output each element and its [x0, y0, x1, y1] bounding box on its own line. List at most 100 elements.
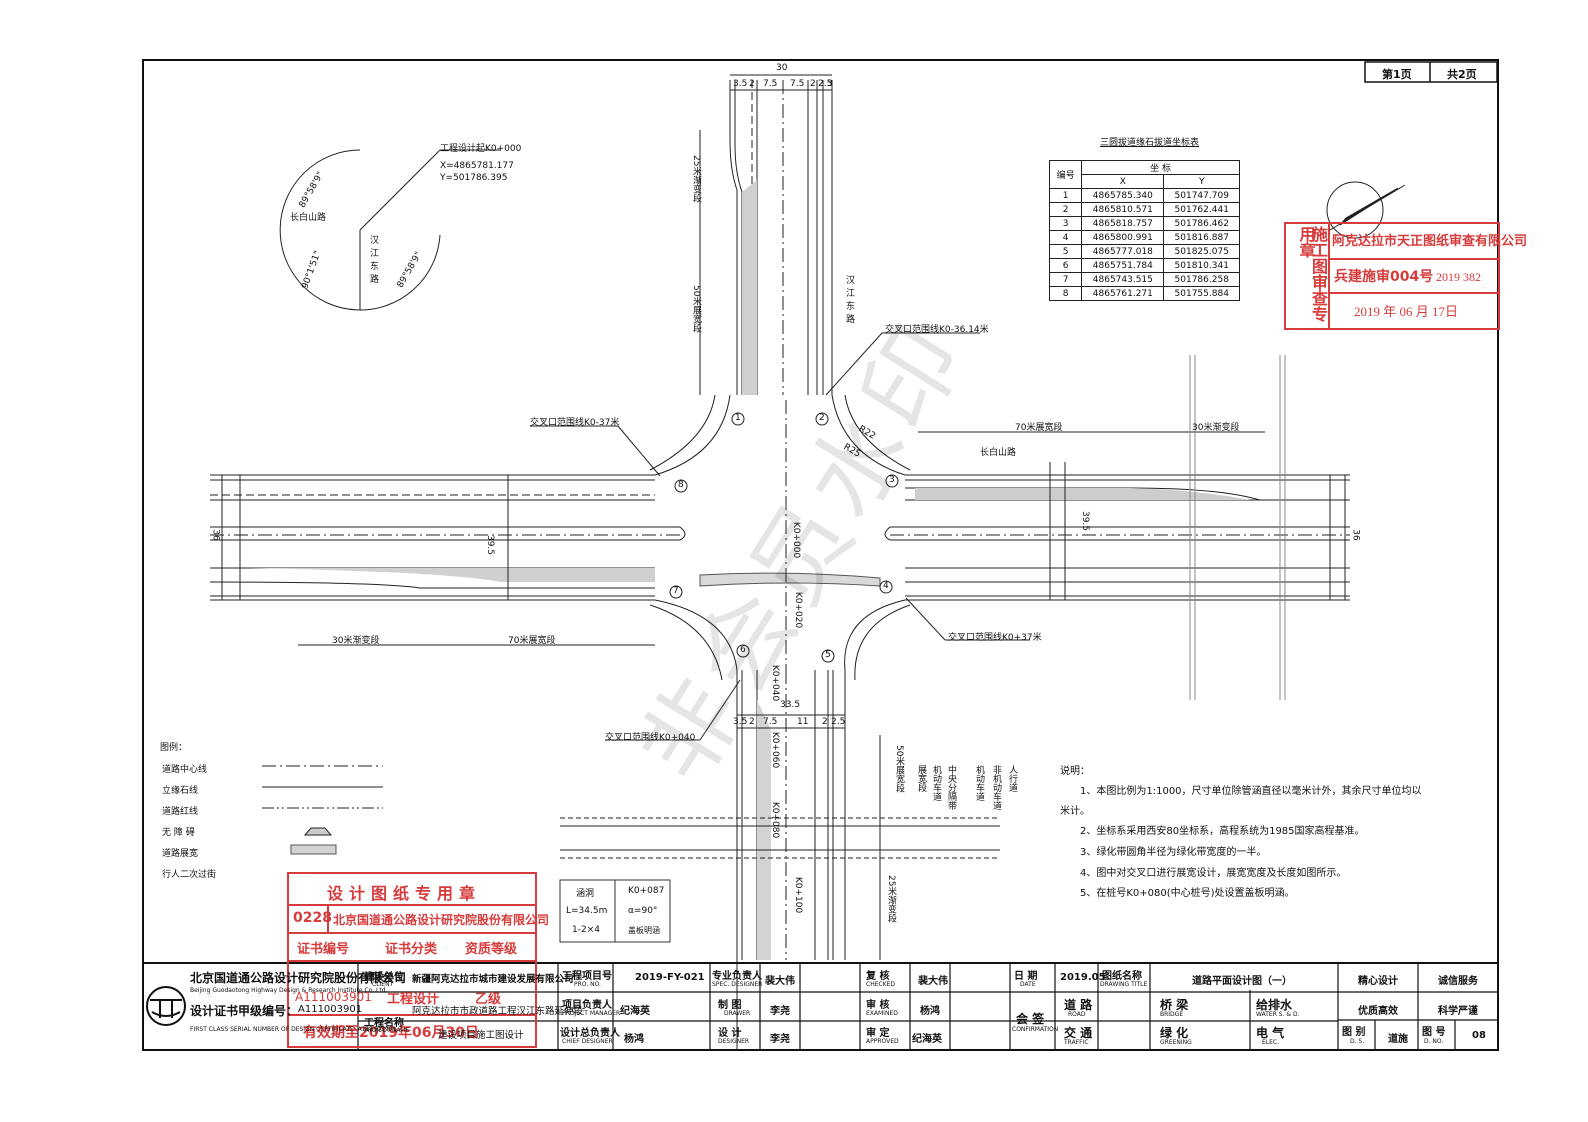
notes-title: 说明：: [1060, 766, 1090, 777]
category-label: 图 别: [1342, 1027, 1366, 1038]
note-line: 5、在桩号K0+080(中心桩号)处设置盖板明涵。: [1080, 888, 1295, 899]
motto: 科学严谨: [1438, 1006, 1478, 1017]
cert-label: 设计证书甲级编号：: [190, 1004, 299, 1018]
motto: 优质高效: [1358, 1006, 1398, 1017]
dim-top-total: 30: [776, 63, 788, 73]
station-label: K0+100: [793, 876, 804, 914]
discipline-water: 给排水: [1256, 998, 1293, 1012]
station-label: K0+000: [791, 521, 802, 559]
review-stamp-number-label: 兵建施审004号: [1334, 269, 1434, 285]
point-label: 5: [825, 650, 831, 660]
client-name: 新疆阿克达拉市城市建设发展有限公司: [412, 974, 574, 985]
design-stamp-h2: 证书分类: [385, 942, 438, 957]
sign-label: 会 签: [1016, 1012, 1045, 1026]
segment-label: 50米展宽段: [894, 745, 904, 793]
legend-title: 图例：: [160, 743, 188, 753]
project-label: 工程名称: [364, 1018, 404, 1029]
station-label: K0+060: [770, 731, 781, 769]
lane-label: 人行道: [1007, 765, 1017, 792]
discipline-elec: 电 气: [1256, 1026, 1285, 1040]
discipline-green: 绿 化: [1160, 1026, 1189, 1040]
projno-en: PRO. NO.: [574, 981, 601, 988]
pm-en: PROJECT MANAGER: [562, 1010, 621, 1017]
design-stamp: 设计图纸专用章 0228 北京国道通公路设计研究院股份有限公司 证书编号 证书分…: [287, 872, 549, 1048]
design-stamp-v1: A111003901: [295, 990, 372, 1004]
review-stamp-date: 2019 年 06 月 17日: [1354, 304, 1459, 319]
drawing-number: 08: [1472, 1030, 1486, 1041]
segment-label: 70米展宽段: [508, 636, 556, 646]
note-line: 3、绿化带圆角半径为绿化带宽度的一半。: [1080, 847, 1267, 858]
drawing-number-en: D. NO.: [1424, 1038, 1444, 1045]
pm-name: 纪海英: [620, 1006, 650, 1017]
station-label: K0+020: [793, 591, 804, 629]
note-line: 1、本图比例为1:1000，尺寸单位除管涵直径以毫米计外，其余尺寸单位均以: [1080, 786, 1422, 797]
plan-y: Y=501786.395: [440, 173, 508, 183]
title-block-grid: [143, 962, 1498, 1051]
segment-label: 30米渐变段: [332, 636, 380, 646]
note-line: 2、坐标系采用西安80坐标系，高程系统为1985国家高程基准。: [1080, 826, 1365, 837]
culvert-label: 涵洞: [576, 889, 595, 899]
note-line: 4、图中对交叉口进行展宽设计，展宽宽度及长度如图所示。: [1080, 868, 1347, 879]
lane-label: 非机动车道: [991, 765, 1001, 810]
coord-head-y: Y: [1163, 174, 1240, 189]
legend-item: 立缘石线: [162, 786, 199, 796]
point-label: 1: [735, 413, 741, 423]
road-plan: [209, 74, 1350, 1050]
design-label: 设 计: [718, 1028, 742, 1039]
date-value: 2019.05: [1060, 972, 1106, 983]
point-label: 8: [678, 480, 684, 490]
check-label: 复 核: [866, 971, 890, 982]
design-stamp-company: 北京国道通公路设计研究院股份有限公司: [333, 913, 550, 927]
review-stamp-number: 2019 382: [1436, 270, 1481, 284]
discipline-traffic-en: TRAFFIC: [1064, 1039, 1089, 1046]
exam-label: 审 核: [866, 1000, 890, 1011]
culvert-ratio: 1-2×4: [572, 925, 600, 935]
design-stamp-title: 设计图纸专用章: [327, 884, 482, 903]
dim-bottom-part: 3.5: [733, 717, 748, 727]
segment-label: 70米展宽段: [1015, 423, 1063, 433]
dim-bottom-part: 7.5: [763, 717, 778, 727]
client-label: 建设单位: [364, 972, 404, 983]
category-value: 道施: [1388, 1034, 1408, 1045]
culvert-alpha: α=90°: [628, 906, 658, 916]
dim-bottom-total: 33.5: [780, 700, 801, 710]
dim-bottom-part: 2: [749, 717, 755, 727]
design-stamp-h3: 资质等级: [465, 942, 518, 957]
coord-head-no: 编号: [1048, 160, 1083, 189]
cert-en: FIRST CLASS SERIAL NUMBER OF DESIGN CERT…: [190, 1026, 397, 1033]
discipline-bridge: 桥 梁: [1160, 998, 1189, 1012]
dim-bottom-part: 2.5: [831, 717, 846, 727]
project-name: 建设项目施工图设计: [438, 1030, 524, 1041]
dim-bottom-part: 11: [797, 717, 809, 727]
chief-en: CHIEF DESIGNER: [562, 1038, 613, 1045]
point-label: 6: [740, 645, 746, 655]
dim-top-part: 3: [827, 79, 833, 89]
discipline-water-en: WATER S. & D.: [1256, 1011, 1300, 1018]
project-name: 阿克达拉市市政道路工程汉江东路延伸段: [412, 1006, 584, 1017]
review-stamp-vertical: 施工图审查专用章: [1296, 226, 1329, 322]
page-number: 第1页: [1382, 68, 1412, 81]
discipline-traffic: 交 通: [1064, 1026, 1093, 1040]
date-en: DATE: [1020, 981, 1036, 988]
company-logo: [146, 986, 186, 1026]
dim-top-part: 7.5: [763, 79, 778, 89]
spec-name: 裴大伟: [765, 976, 795, 987]
pm-label: 项目负责人: [562, 1000, 612, 1011]
designer-name: 李尧: [770, 1034, 790, 1045]
drawing-title-label: 图纸名称: [1102, 971, 1142, 982]
note-line: 米计。: [1060, 806, 1090, 817]
project-number: 2019-FY-021: [635, 972, 705, 983]
coord-table-title: 三圆拔道缘石拔道坐标表: [1100, 138, 1200, 148]
drawing-number-label: 图 号: [1422, 1027, 1446, 1038]
road-name: 长白山路: [290, 213, 327, 223]
check-en: CHECKED: [866, 981, 896, 988]
approve-en: APPROVED: [866, 1038, 899, 1045]
legend-symbols: [262, 765, 383, 855]
spec-label: 专业负责人: [712, 971, 762, 982]
